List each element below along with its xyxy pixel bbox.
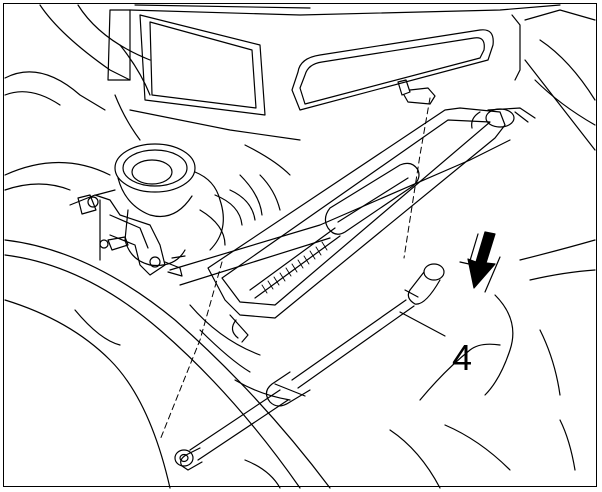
body-structure bbox=[4, 4, 596, 489]
diagram-frame bbox=[3, 3, 597, 487]
mounting-bracket bbox=[69, 189, 186, 277]
gas-strut-removed bbox=[174, 263, 445, 471]
alignment-lines bbox=[159, 97, 431, 441]
direction-arrow bbox=[459, 231, 501, 293]
callout-leader bbox=[399, 311, 446, 337]
gas-strut-installed bbox=[207, 79, 536, 343]
callout-label-4: 4 bbox=[452, 337, 473, 378]
fuel-filler-neck bbox=[114, 143, 256, 267]
